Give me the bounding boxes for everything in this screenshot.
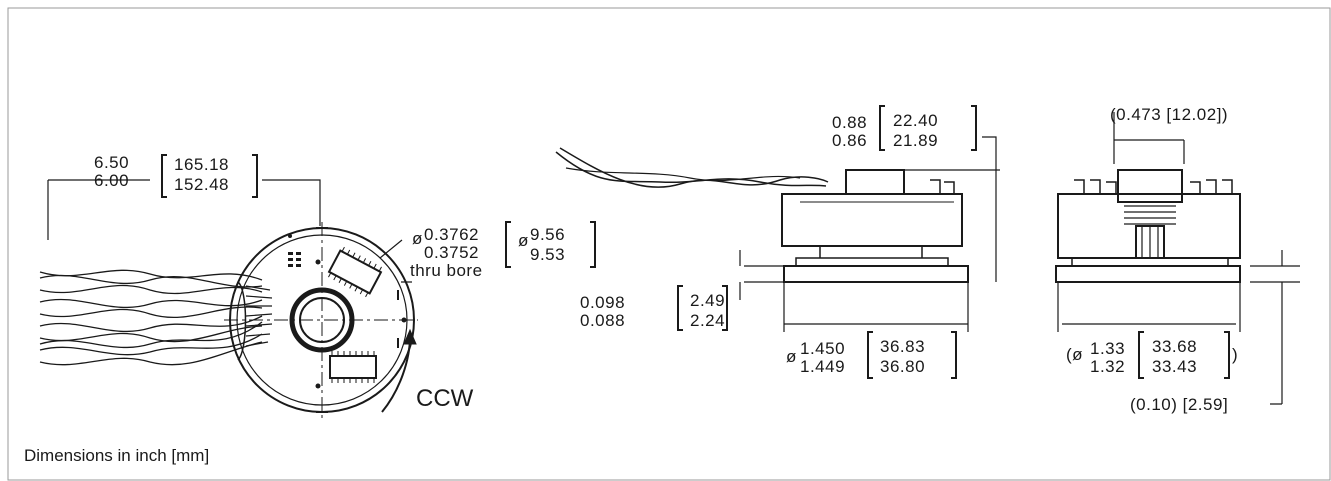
end-diameter-mm-min: 33.43	[1152, 357, 1197, 376]
diameter-mm-max: 36.83	[880, 337, 925, 356]
height-in-min: 0.86	[832, 131, 867, 150]
cable-length-in-max: 6.50	[94, 153, 129, 172]
brackets-left	[161, 154, 596, 268]
ic-chip-bottom	[329, 351, 377, 383]
diameter-mm-min: 36.80	[880, 357, 925, 376]
flange-in-max: 0.098	[580, 293, 625, 312]
height-in-max: 0.88	[832, 113, 867, 132]
height-mm-max: 22.40	[893, 111, 938, 130]
pcb-pads	[288, 234, 407, 389]
cable-bundle	[39, 269, 263, 366]
end-diameter-in-max: 1.33	[1090, 339, 1125, 358]
bore-mm-max: 9.56	[530, 225, 565, 244]
dimensions-caption: Dimensions in inch [mm]	[24, 446, 210, 465]
rotation-label: CCW	[416, 385, 474, 412]
frame-border	[7, 7, 1331, 481]
end-offset: (0.10) [2.59]	[1130, 395, 1228, 414]
end-width-top: (0.473 [12.02])	[1110, 105, 1228, 124]
flange-in-min: 0.088	[580, 311, 625, 330]
end-diameter-mm-max: 33.68	[1152, 337, 1197, 356]
height-mm-min: 21.89	[893, 131, 938, 150]
bore-note: thru bore	[410, 261, 483, 280]
end-diameter-close: )	[1232, 345, 1238, 364]
bore-in-min: 0.3752	[424, 243, 479, 262]
brackets-end	[1138, 331, 1230, 379]
diameter-symbol: ø	[786, 347, 797, 366]
bore-mm-min: 9.53	[530, 245, 565, 264]
ic-chip-top	[327, 246, 383, 298]
diameter-in-max: 1.450	[800, 339, 845, 358]
encoder-end-view	[1055, 112, 1300, 405]
cable-length-mm-min: 152.48	[174, 175, 229, 194]
end-diameter-open: (ø	[1066, 345, 1083, 364]
bore-in-max: 0.3762	[424, 225, 479, 244]
bore-symbol: ø	[412, 229, 423, 248]
encoder-side-view	[555, 136, 1000, 332]
encoder-front-view	[39, 179, 418, 418]
end-diameter-in-min: 1.32	[1090, 357, 1125, 376]
flange-mm-max: 2.49	[690, 291, 725, 310]
brackets-side	[677, 105, 977, 379]
flange-mm-min: 2.24	[690, 311, 725, 330]
cable-length-mm-max: 165.18	[174, 155, 229, 174]
bore-mm-symbol: ø	[518, 231, 529, 250]
cable-length-in-min: 6.00	[94, 171, 129, 190]
diameter-in-min: 1.449	[800, 357, 845, 376]
